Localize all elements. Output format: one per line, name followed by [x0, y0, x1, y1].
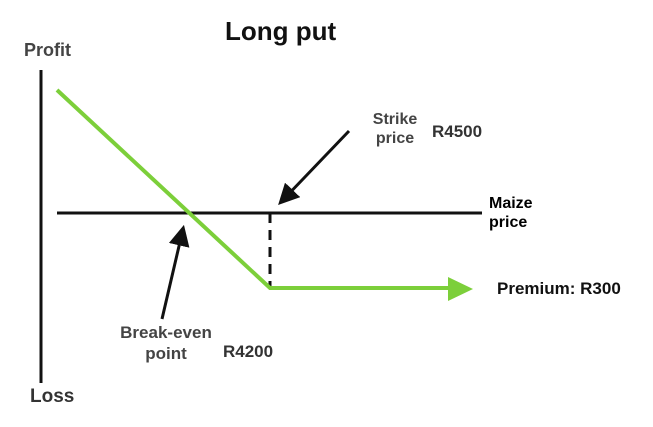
payoff-arrowhead — [448, 277, 473, 301]
strike-price-value: R4500 — [432, 122, 483, 141]
strike-pointer-arrow — [278, 129, 351, 206]
y-axis-bottom-label: Loss — [30, 386, 75, 407]
break-even-value: R4200 — [223, 342, 274, 361]
strike-price-label: Strike price — [372, 111, 418, 147]
premium-label: Premium: R300 — [497, 279, 621, 298]
y-axis-top-label: Profit — [24, 40, 71, 60]
break-even-pointer-arrow — [160, 224, 190, 320]
x-axis-label: Maize price — [489, 195, 533, 231]
break-even-label: Break-even point — [120, 323, 212, 363]
payoff-line — [55, 88, 455, 290]
diagram-title: Long put — [225, 16, 337, 46]
